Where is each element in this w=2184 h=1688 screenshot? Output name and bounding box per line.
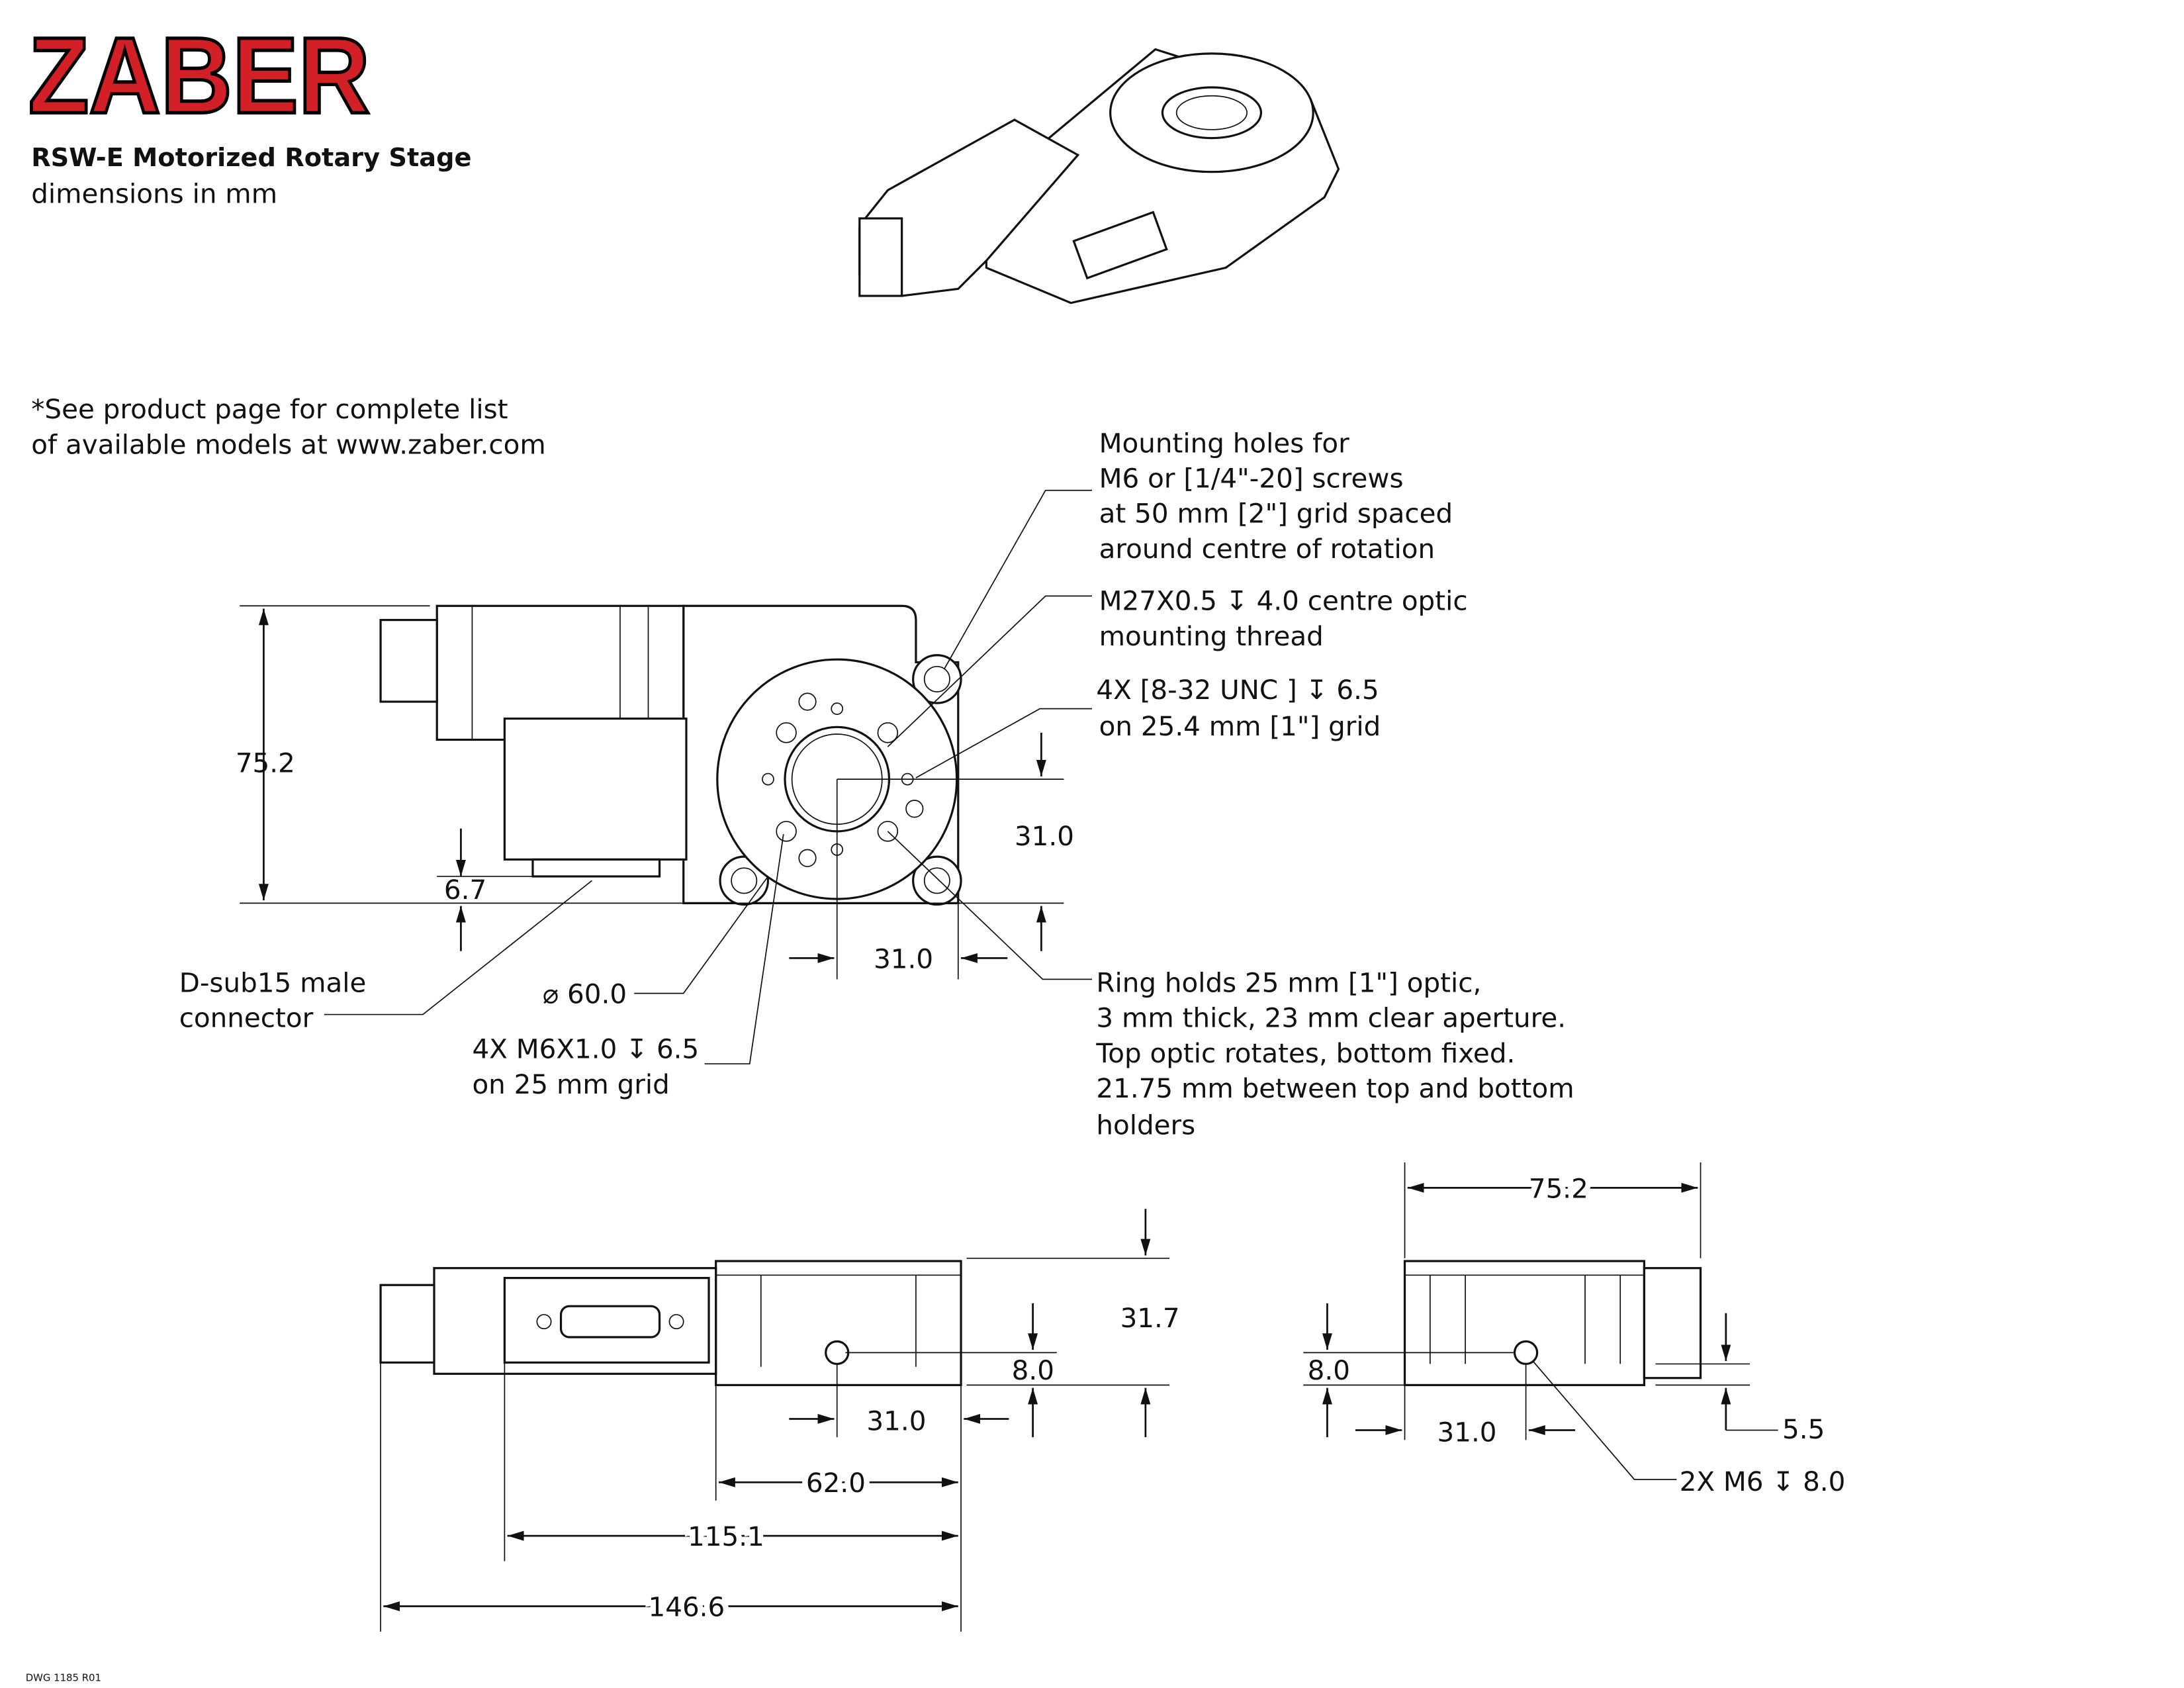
callout-diameter: ⌀ 60.0 [543, 978, 627, 1010]
svg-text:M27X0.5 ↧ 4.0 centre optic: M27X0.5 ↧ 4.0 centre optic [1099, 585, 1468, 617]
models-note-line1: *See product page for complete list [31, 393, 508, 425]
models-note-line2: of available models at www.zaber.com [31, 428, 546, 460]
svg-text:M6 or [1/4"-20] screws: M6 or [1/4"-20] screws [1099, 462, 1404, 494]
callout-unc-holes: 4X [8-32 UNC ] ↧ 6.5 on 25.4 mm [1"] gri… [1096, 674, 1381, 742]
dim-front-5-5: 5.5 [1782, 1413, 1825, 1445]
dim-side-62: 62.0 [806, 1467, 866, 1499]
callout-ring: Ring holds 25 mm [1"] optic, 3 mm thick,… [1095, 966, 1574, 1141]
dim-front-width: 75.2 [1529, 1172, 1588, 1204]
svg-text:holders: holders [1096, 1109, 1195, 1141]
dim-front-hole-height: 8.0 [1308, 1354, 1350, 1386]
zaber-logo: ZABER [28, 15, 370, 136]
dim-side-hole-height: 8.0 [1012, 1354, 1054, 1386]
callout-m6-holes: 4X M6X1.0 ↧ 6.5 on 25 mm grid [472, 1033, 699, 1100]
callout-mounting-holes: Mounting holes for M6 or [1/4"-20] screw… [1099, 427, 1453, 565]
units-note: dimensions in mm [31, 178, 277, 210]
callout-side-holes: 2X M6 ↧ 8.0 [1680, 1466, 1846, 1497]
svg-text:D-sub15 male: D-sub15 male [179, 966, 367, 998]
dim-side-height: 31.7 [1120, 1302, 1180, 1334]
dim-centre-y: 31.0 [1015, 820, 1074, 852]
dim-front-hole-x: 31.0 [1437, 1417, 1496, 1448]
svg-text:4X [8-32 UNC ] ↧ 6.5: 4X [8-32 UNC ] ↧ 6.5 [1096, 674, 1379, 706]
dim-connector-offset: 6.7 [444, 874, 486, 906]
drawing-number: DWG 1185 R01 [26, 1671, 101, 1683]
svg-text:21.75 mm between top and botto: 21.75 mm between top and bottom [1096, 1072, 1574, 1104]
svg-text:4X M6X1.0 ↧ 6.5: 4X M6X1.0 ↧ 6.5 [472, 1033, 699, 1065]
callout-dsub: D-sub15 male connector [179, 966, 367, 1033]
svg-text:Ring holds 25 mm [1"] optic,: Ring holds 25 mm [1"] optic, [1096, 966, 1481, 998]
dim-top-height: 75.2 [236, 747, 295, 778]
svg-text:on 25 mm grid: on 25 mm grid [472, 1068, 669, 1100]
callout-centre-thread: M27X0.5 ↧ 4.0 centre optic mounting thre… [1099, 585, 1468, 652]
side-view [379, 1209, 1170, 1632]
svg-text:mounting thread: mounting thread [1099, 620, 1324, 652]
product-title: RSW-E Motorized Rotary Stage [31, 143, 471, 173]
svg-text:Mounting holes for: Mounting holes for [1099, 427, 1350, 459]
dim-side-hole-x: 31.0 [866, 1405, 926, 1436]
dim-side-146: 146.6 [649, 1591, 725, 1622]
top-view [240, 489, 1092, 1064]
isometric-view [858, 48, 1340, 305]
dim-centre-x: 31.0 [874, 943, 933, 974]
svg-text:on 25.4 mm [1"] grid: on 25.4 mm [1"] grid [1099, 710, 1381, 742]
svg-text:connector: connector [179, 1002, 314, 1034]
svg-text:at 50 mm [2"] grid spaced: at 50 mm [2"] grid spaced [1099, 498, 1453, 530]
svg-text:around centre of rotation: around centre of rotation [1099, 533, 1435, 565]
svg-text:Top optic rotates, bottom fixe: Top optic rotates, bottom fixed. [1095, 1037, 1515, 1069]
dim-side-115: 115.1 [688, 1521, 764, 1552]
svg-text:3 mm thick, 23 mm clear apertu: 3 mm thick, 23 mm clear aperture. [1096, 1002, 1566, 1034]
front-view [1303, 1162, 1778, 1480]
